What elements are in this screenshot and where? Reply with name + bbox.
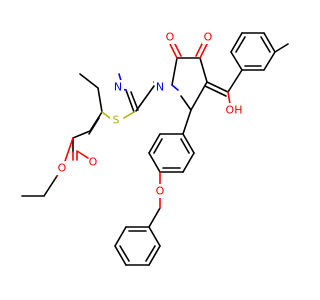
atom-o-benzyl-ether: O: [156, 185, 165, 198]
atom-o-ester-ether: O: [58, 162, 67, 175]
molecule-diagram: O O OH N N S O O O: [21, 30, 289, 266]
atom-s-thiazole: S: [113, 114, 120, 127]
carbon-bonds: [21, 32, 289, 266]
atom-labels: O O OH N N S O O O: [56, 30, 244, 198]
nitrogen-bonds: [116, 73, 179, 91]
atom-o-dione-left: O: [166, 31, 175, 44]
atom-o-ester-carbonyl: O: [89, 156, 98, 169]
ester-carbonyl-bond: [76, 150, 89, 159]
oxygen-bonds: [56, 41, 231, 209]
atom-n-pyrrolidine: N: [156, 81, 164, 94]
atom-o-hydroxyl: OH: [226, 104, 243, 117]
atom-o-dione-right: O: [204, 31, 213, 44]
molecule-structure: O O OH N N S O O O: [21, 30, 289, 266]
n-aryl-bond: [135, 85, 155, 112]
sulfur-bonds: [101, 111, 135, 119]
atom-n-thiazole: N: [114, 81, 122, 94]
